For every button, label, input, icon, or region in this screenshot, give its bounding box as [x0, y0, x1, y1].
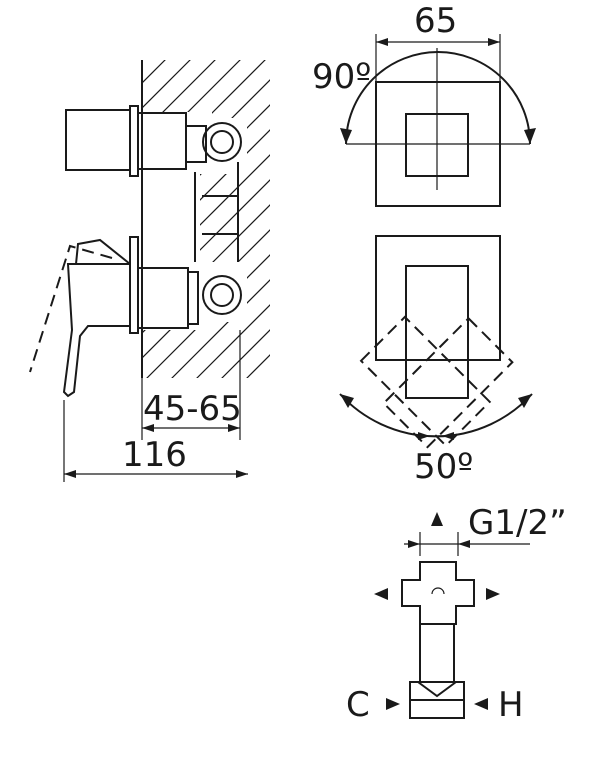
- diverter-knob: [65, 105, 242, 262]
- mixer-lever: [29, 236, 242, 398]
- dimension-overall-depth: 116: [63, 400, 248, 482]
- rotation-bottom-label: 50º: [414, 447, 473, 487]
- rotation-top-label: 90º: [312, 57, 371, 97]
- overall-depth-label: 116: [122, 435, 187, 475]
- dimension-inset-depth: 45-65: [141, 330, 242, 440]
- side-view: 45-65 116: [29, 60, 270, 482]
- valve-body-view: G1/2” C H: [346, 503, 567, 725]
- cold-inlet-label: C: [346, 685, 370, 725]
- hot-inlet-label: H: [498, 685, 524, 725]
- front-view-diverter: 65 90º: [312, 1, 536, 207]
- thread-label: G1/2”: [468, 503, 567, 543]
- width-top-label: 65: [414, 1, 457, 41]
- front-view-lever: 50º: [339, 235, 533, 487]
- inset-depth-label: 45-65: [143, 389, 242, 429]
